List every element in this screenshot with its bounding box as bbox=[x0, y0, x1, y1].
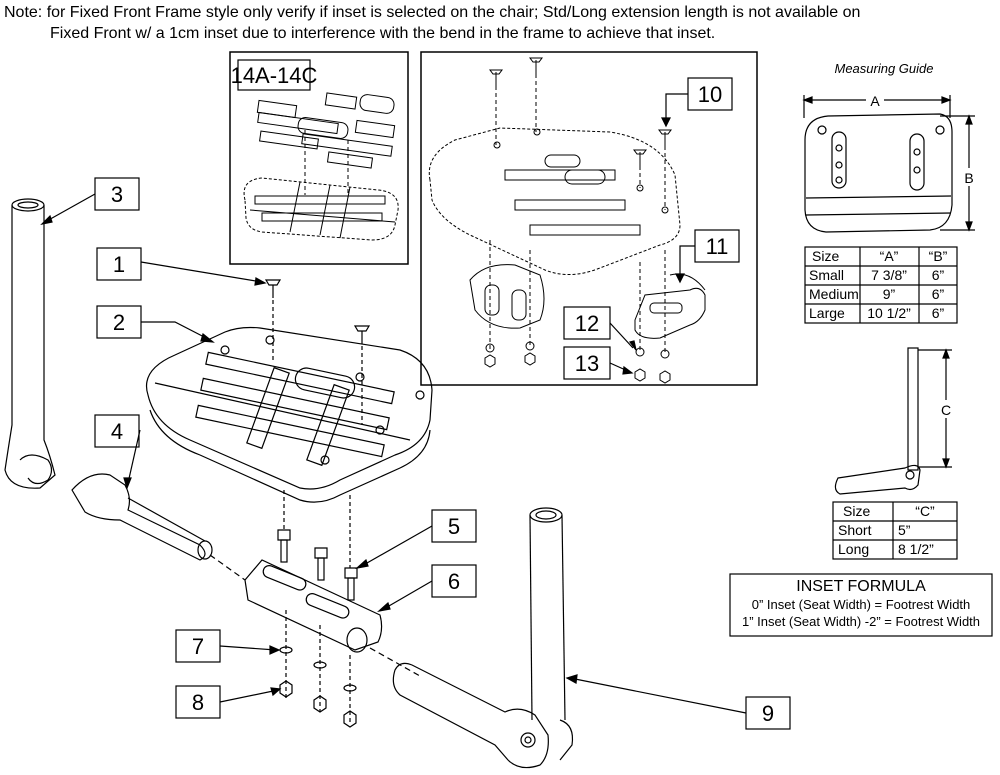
svg-text:11: 11 bbox=[706, 234, 729, 259]
svg-text:6”: 6” bbox=[932, 305, 945, 321]
note-line-2: Fixed Front w/ a 1cm inset due to interf… bbox=[50, 25, 716, 42]
svg-text:6”: 6” bbox=[932, 267, 945, 283]
footplate-size-table: Size “A” “B” Small 7 3/8” 6” Medium 9” 6… bbox=[804, 246, 958, 324]
inset-formula-box: INSET FORMULA 0” Inset (Seat Width) = Fo… bbox=[729, 573, 993, 637]
callout-11: 11 bbox=[675, 229, 740, 284]
svg-text:“C”: “C” bbox=[915, 503, 935, 519]
svg-text:Short: Short bbox=[838, 522, 872, 538]
dimension-b-label: B bbox=[964, 170, 973, 186]
svg-text:9: 9 bbox=[762, 701, 774, 726]
callout-13: 13 bbox=[563, 346, 634, 380]
svg-text:13: 13 bbox=[575, 351, 599, 376]
extension-measure-diagram: C bbox=[834, 347, 953, 495]
svg-text:9”: 9” bbox=[883, 286, 896, 302]
callout-6: 6 bbox=[377, 564, 477, 612]
callout-10: 10 bbox=[661, 77, 733, 128]
footplate-measure-diagram: A B bbox=[802, 90, 976, 233]
svg-text:Size: Size bbox=[843, 503, 870, 519]
svg-text:14A-14C: 14A-14C bbox=[231, 63, 318, 88]
svg-text:8 1/2”: 8 1/2” bbox=[898, 541, 934, 557]
left-hanger-tube bbox=[4, 198, 56, 489]
svg-text:6”: 6” bbox=[932, 286, 945, 302]
svg-text:7: 7 bbox=[192, 634, 204, 659]
callout-14: 14A-14C bbox=[231, 59, 318, 91]
svg-text:7 3/8”: 7 3/8” bbox=[871, 267, 907, 283]
callout-5: 5 bbox=[355, 509, 477, 569]
svg-text:“B”: “B” bbox=[929, 248, 948, 264]
svg-text:Medium: Medium bbox=[809, 286, 859, 302]
callout-9: 9 bbox=[565, 674, 791, 730]
callout-3: 3 bbox=[40, 177, 140, 225]
dimension-a-label: A bbox=[870, 93, 880, 109]
svg-text:3: 3 bbox=[111, 182, 123, 207]
footplate-small-view bbox=[243, 130, 399, 241]
svg-text:4: 4 bbox=[111, 419, 123, 444]
main-footplate bbox=[146, 326, 433, 503]
extension-tube bbox=[71, 473, 213, 561]
inset-formula-line-1: 0” Inset (Seat Width) = Footrest Width bbox=[752, 597, 971, 612]
svg-text:1: 1 bbox=[113, 252, 125, 277]
svg-text:2: 2 bbox=[113, 310, 125, 335]
callout-2: 2 bbox=[96, 305, 215, 343]
footplate-heel-loop-view bbox=[428, 57, 706, 384]
svg-text:“A”: “A” bbox=[880, 248, 899, 264]
svg-text:10: 10 bbox=[698, 82, 722, 107]
callout-8: 8 bbox=[175, 685, 282, 719]
measuring-guide-title: Measuring Guide bbox=[835, 61, 934, 76]
callout-1: 1 bbox=[96, 247, 267, 286]
bracket-bolts bbox=[277, 490, 358, 601]
inset-formula-title: INSET FORMULA bbox=[796, 578, 926, 595]
inset-formula-line-2: 1” Inset (Seat Width) -2” = Footrest Wid… bbox=[742, 614, 980, 629]
svg-text:8: 8 bbox=[192, 690, 204, 715]
svg-text:Large: Large bbox=[809, 305, 845, 321]
footplate-bracket bbox=[209, 554, 421, 677]
note-line-1: Note: for Fixed Front Frame style only v… bbox=[4, 4, 861, 21]
callout-12: 12 bbox=[563, 306, 637, 351]
svg-text:10 1/2”: 10 1/2” bbox=[867, 305, 911, 321]
svg-text:5”: 5” bbox=[898, 522, 911, 538]
svg-text:6: 6 bbox=[448, 569, 460, 594]
svg-text:Long: Long bbox=[838, 541, 869, 557]
extension-size-table: Size “C” Short 5” Long 8 1/2” bbox=[832, 501, 958, 560]
note-text: Note: for Fixed Front Frame style only v… bbox=[4, 2, 994, 44]
inset-panel-14 bbox=[229, 51, 409, 265]
svg-text:12: 12 bbox=[575, 311, 599, 336]
svg-text:Small: Small bbox=[809, 267, 844, 283]
svg-text:Size: Size bbox=[812, 248, 839, 264]
svg-text:5: 5 bbox=[448, 514, 460, 539]
washers-nuts bbox=[279, 610, 357, 728]
inset-panel-10-13 bbox=[420, 51, 758, 386]
right-hanger bbox=[392, 507, 574, 769]
callout-4: 4 bbox=[94, 414, 141, 490]
velcro-straps-14 bbox=[256, 92, 396, 169]
callout-7: 7 bbox=[175, 629, 281, 663]
footplate-screws bbox=[264, 279, 371, 425]
dimension-c-label: C bbox=[941, 402, 951, 418]
